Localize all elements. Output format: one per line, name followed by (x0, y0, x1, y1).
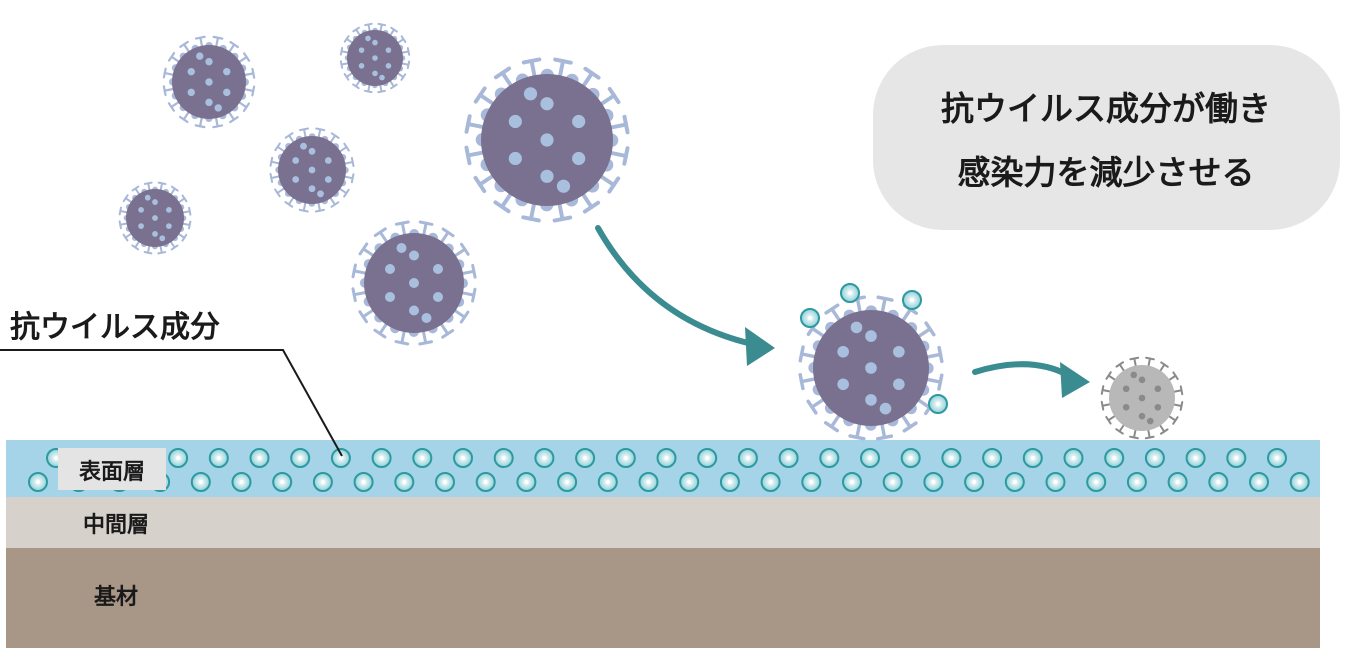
surface-particle (208, 448, 229, 468)
surface-particle (330, 448, 351, 468)
callout-line-1: 抗ウイルス成分が働き (941, 89, 1271, 128)
surface-particle (516, 472, 537, 492)
attached-particle (902, 290, 922, 310)
virus-inactivated (1100, 356, 1184, 440)
arrow-to-inactive (972, 361, 1090, 398)
middle-layer-label: 中間層 (83, 513, 149, 538)
surface-particle (575, 448, 596, 468)
surface-particle (534, 448, 555, 468)
surface-particle (964, 472, 985, 492)
leader-line (0, 349, 343, 457)
surface-particle (1104, 448, 1125, 468)
surface-particle (882, 472, 903, 492)
surface-particle (353, 472, 374, 492)
surface-particle (1022, 448, 1043, 468)
surface-particle (1289, 472, 1310, 492)
surface-particle (435, 472, 455, 492)
surface-particle (394, 472, 415, 492)
surface-particle (860, 448, 880, 468)
attached-particle (928, 394, 948, 414)
surface-particle (615, 448, 636, 468)
surface-particle (941, 448, 962, 468)
surface-particle (737, 448, 758, 468)
surface-particle (923, 472, 944, 492)
surface-particle (1004, 472, 1025, 492)
surface-particle (249, 448, 270, 468)
viruses (118, 22, 1184, 441)
surface-particle (1267, 448, 1287, 468)
surface-particle (557, 472, 578, 492)
virus-medium (351, 220, 477, 346)
surface-particle (371, 448, 392, 468)
surface-particle (760, 472, 781, 492)
virus-large (464, 57, 630, 223)
surface-particle (272, 472, 293, 492)
attached-particles (800, 283, 948, 414)
virus-attacked (798, 295, 944, 441)
surface-particle (1144, 448, 1165, 468)
surface-particle (1063, 448, 1084, 468)
surface-particle (819, 448, 840, 468)
attached-particle (840, 283, 860, 303)
surface-particle (190, 472, 211, 492)
surface-particle (1185, 448, 1206, 468)
surface-particle (1126, 472, 1147, 492)
surface-particle (801, 472, 822, 492)
surface-particle (290, 448, 311, 468)
surface-particle (597, 472, 618, 492)
virus-small (118, 181, 192, 255)
surface-particle (638, 472, 659, 492)
surface-particle (778, 448, 799, 468)
surface-particle (1249, 472, 1269, 492)
surface-particle (900, 448, 921, 468)
base-layer (6, 548, 1320, 648)
surface-particle (719, 472, 740, 492)
surface-particle (493, 448, 514, 468)
surface-particle (231, 472, 252, 492)
surface-particle (453, 448, 473, 468)
surface-particle (312, 472, 333, 492)
surface-particle (656, 448, 677, 468)
callout-bubble (873, 45, 1340, 230)
middle-layer (6, 497, 1320, 548)
surface-particle (168, 448, 189, 468)
base-layer-label: 基材 (94, 585, 138, 610)
arrow-to-surface (595, 225, 775, 366)
surface-particle (982, 448, 1003, 468)
surface-particle (1045, 472, 1066, 492)
surface-particle (475, 472, 496, 492)
virus-small (269, 127, 355, 213)
callout-line-2: 感染力を減少させる (958, 153, 1255, 192)
surface-particle (697, 448, 718, 468)
antiviral-component-label: 抗ウイルス成分 (10, 310, 220, 345)
surface-layer-label-bg (58, 448, 166, 490)
surface-particle (842, 472, 862, 492)
virus-small (162, 35, 256, 129)
surface-particle (1086, 472, 1107, 492)
surface-particle (1226, 448, 1247, 468)
surface-particle (412, 448, 433, 468)
virus-small (339, 22, 411, 94)
surface-particle (28, 472, 48, 492)
surface-particle (1167, 472, 1188, 492)
surface-layer-label: 表面層 (79, 460, 145, 485)
attached-particle (800, 308, 820, 328)
surface-particle (679, 472, 700, 492)
surface-particle (1208, 472, 1229, 492)
